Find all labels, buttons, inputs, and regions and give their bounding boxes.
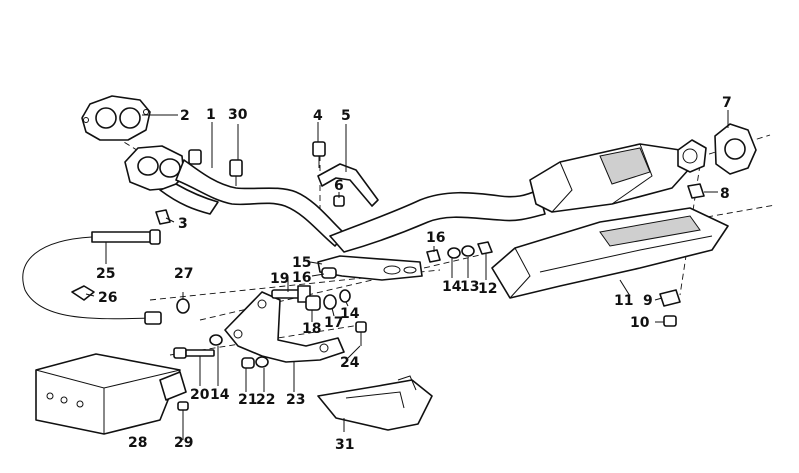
bolt-19 xyxy=(271,285,311,303)
screw-29 xyxy=(177,401,189,428)
callout-22: 22 xyxy=(256,392,275,408)
gasket-2 xyxy=(81,95,151,141)
callout-15: 15 xyxy=(292,255,311,271)
callout-24: 24 xyxy=(340,355,360,371)
callout-6: 6 xyxy=(334,178,344,194)
callout-3: 3 xyxy=(178,216,188,232)
callout-25: 25 xyxy=(96,266,115,282)
callout-7: 7 xyxy=(722,95,732,111)
nuts-washers-12-16 xyxy=(426,241,493,263)
oxygen-sensor-25 xyxy=(22,229,162,325)
heat-shield-11 xyxy=(491,207,729,299)
hanger-5 xyxy=(312,141,379,207)
callout-5: 5 xyxy=(341,108,351,124)
callout-11: 11 xyxy=(614,293,633,309)
callout-10: 10 xyxy=(630,315,650,331)
nut-8 xyxy=(687,183,705,199)
callout-9: 9 xyxy=(643,293,653,309)
catalytic-converter xyxy=(529,139,707,213)
callout-16-left: 16 xyxy=(292,270,311,286)
clip-9-10 xyxy=(659,289,681,327)
callout-31: 31 xyxy=(335,437,354,453)
callout-28: 28 xyxy=(128,435,147,451)
front-pipe-1 xyxy=(124,145,346,247)
callout-12: 12 xyxy=(478,281,497,297)
callout-20: 20 xyxy=(190,387,210,403)
callout-2: 2 xyxy=(180,108,190,124)
callout-18: 18 xyxy=(302,321,321,337)
callout-23: 23 xyxy=(286,392,305,408)
callout-16-right: 16 xyxy=(426,230,445,246)
bolt-24 xyxy=(355,321,367,346)
bolt-20 xyxy=(173,334,223,359)
callout-17: 17 xyxy=(324,315,343,331)
control-unit-28 xyxy=(35,353,187,435)
skid-plate-31 xyxy=(317,375,433,431)
callout-14-lower: 14 xyxy=(210,387,230,403)
callout-14-mid: 14 xyxy=(340,306,360,322)
callout-4: 4 xyxy=(313,108,323,124)
callout-21: 21 xyxy=(238,392,257,408)
nut-3 xyxy=(155,209,171,225)
callout-30: 30 xyxy=(228,107,248,123)
callout-14-upper: 14 xyxy=(442,279,462,295)
callout-26: 26 xyxy=(98,290,117,306)
washer-27 xyxy=(176,298,190,314)
callout-13: 13 xyxy=(460,279,479,295)
callout-19: 19 xyxy=(270,271,289,287)
bolt-18-17 xyxy=(305,289,351,311)
strap-bracket-15 xyxy=(317,255,423,281)
callout-8: 8 xyxy=(720,186,730,202)
clip-26 xyxy=(71,285,95,301)
callout-labels: 1 2 3 4 5 6 7 8 9 10 11 12 13 14 14 14 1… xyxy=(96,95,732,453)
callout-29: 29 xyxy=(174,435,193,451)
leader-lines xyxy=(85,110,729,440)
callout-27: 27 xyxy=(174,266,193,282)
nut-21-22 xyxy=(241,356,269,369)
callout-1: 1 xyxy=(206,107,216,123)
gasket-7 xyxy=(714,123,757,175)
